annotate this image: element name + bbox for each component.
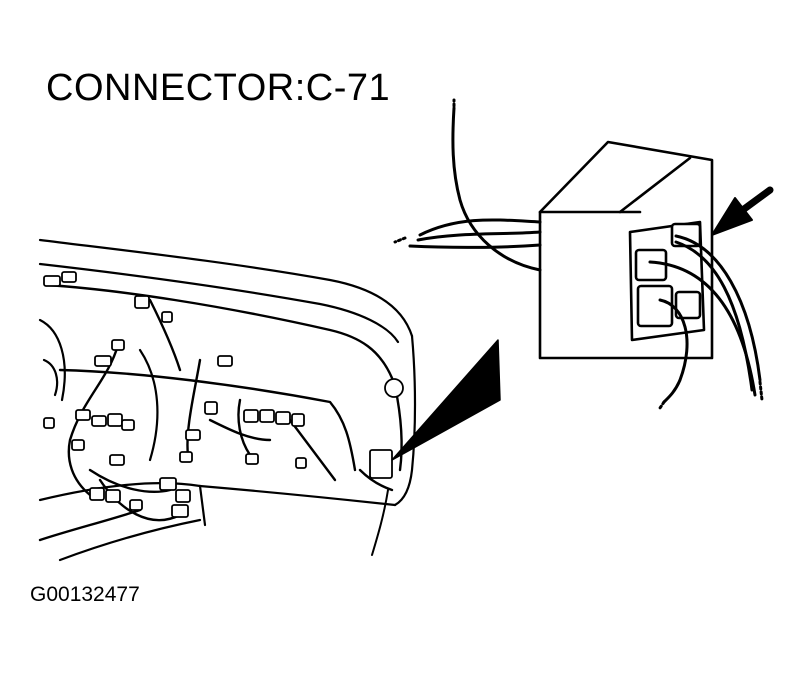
connector-output-wires xyxy=(648,234,764,410)
connector-title: CONNECTOR:C-71 xyxy=(46,67,391,109)
figure-id-label: G00132477 xyxy=(30,583,140,606)
connector-input-wires xyxy=(393,98,542,272)
arrow-indicator xyxy=(711,186,774,236)
callout-pointer xyxy=(391,339,501,461)
harness-connectors xyxy=(43,271,404,518)
dashboard-outline xyxy=(38,238,417,562)
